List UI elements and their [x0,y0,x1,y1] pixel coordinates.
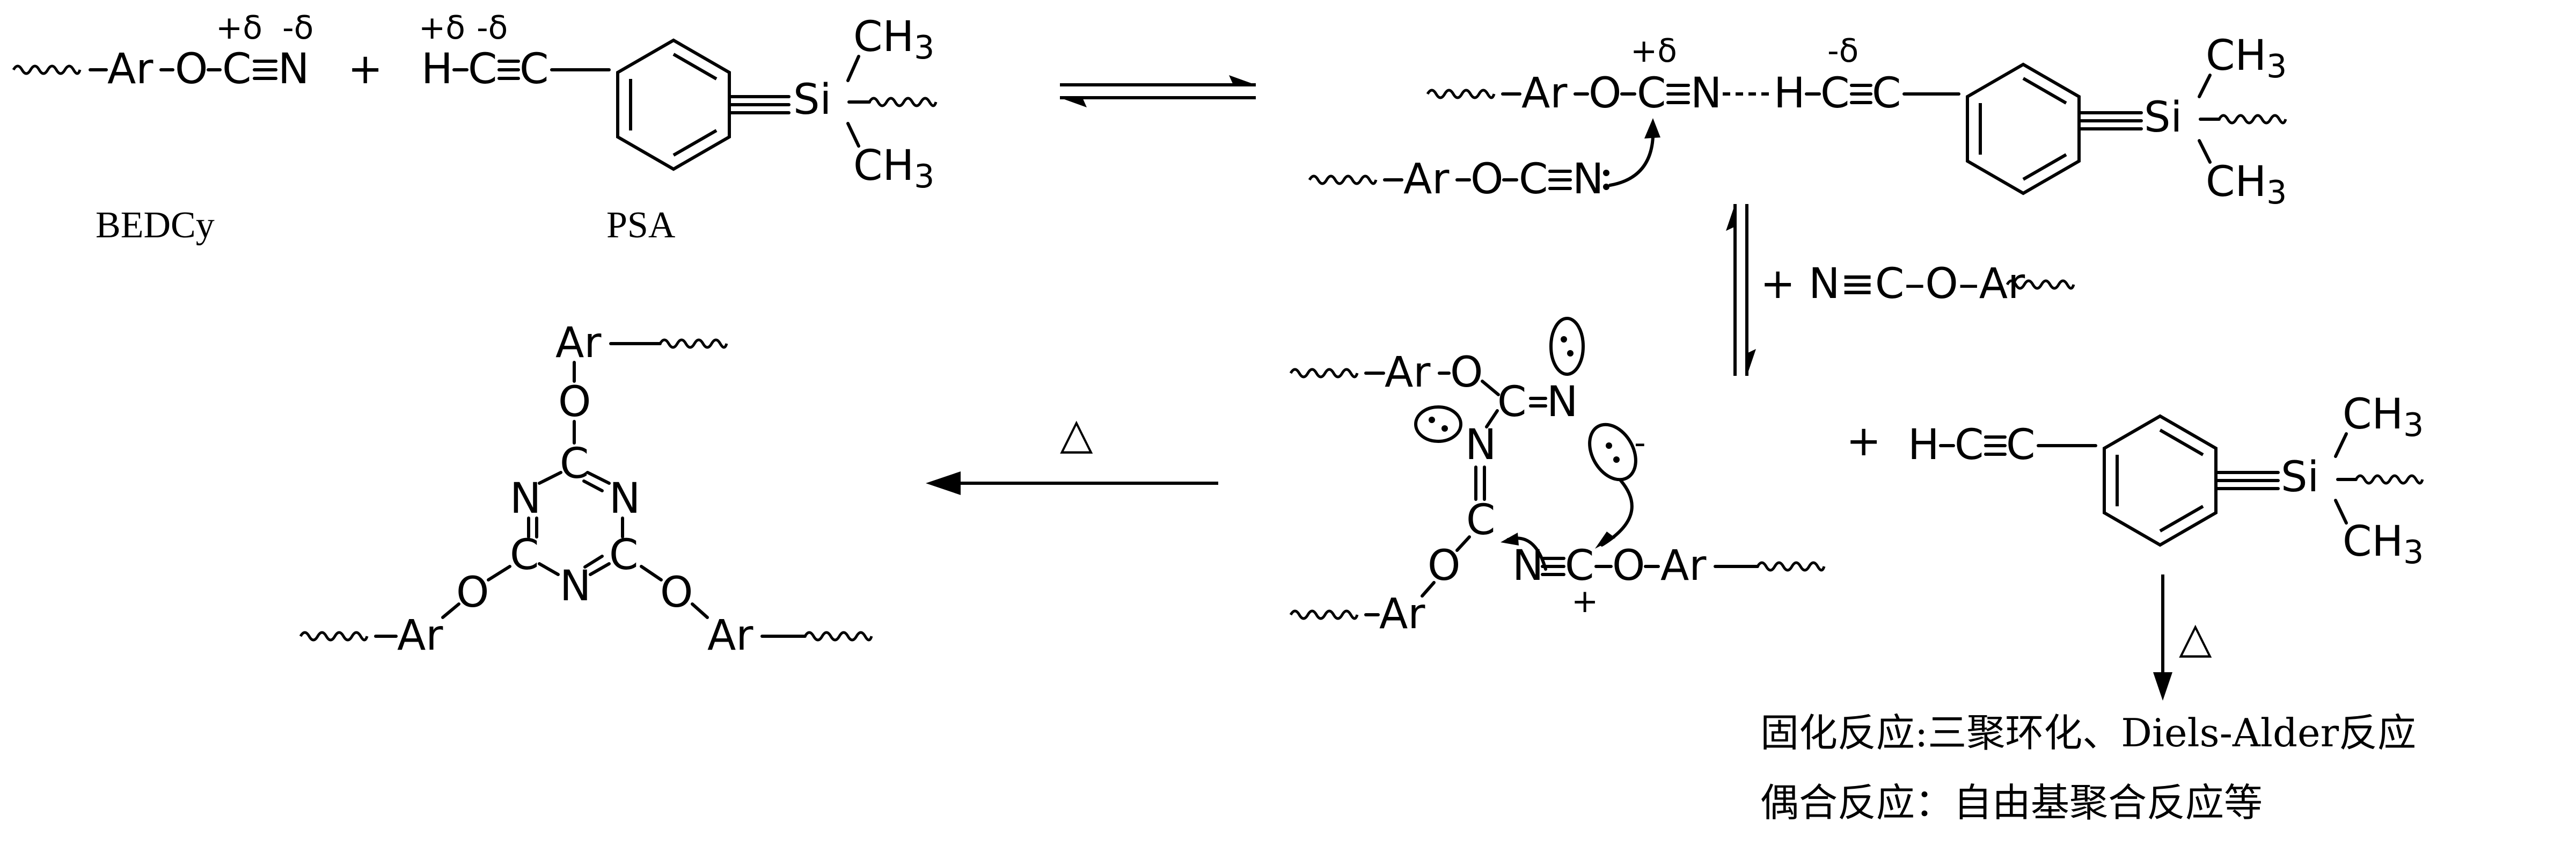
atom-ar: Ar [397,612,443,660]
heat-down-arrow: △ [2153,574,2212,701]
atom-o: O [1589,69,1621,118]
atom-o: O [1450,348,1483,397]
hydrogen-bond-complex: Ar O C N H C C +δ -δ Si CH3 CH3 [1428,32,2287,212]
atom-ar: Ar [1521,69,1568,118]
methyl-group: CH3 [2343,390,2424,444]
atom-si: Si [793,76,831,124]
cyclization-intermediate: Ar O C N N C O Ar N C + O Ar - [1291,317,1824,638]
atom-c: C [1872,69,1901,118]
psa-molecule: H C C +δ -δ Si CH3 CH3 [419,9,936,195]
methyl-group: CH3 [853,13,934,67]
atom-h: H [421,45,453,93]
atom-o: O [1612,542,1645,590]
atom-c: C [519,45,548,93]
vertical-equilibrium-arrow [1726,204,1756,376]
label-psa: PSA [606,205,676,246]
charge-delta-positive: +δ [216,9,262,47]
coupling-reaction-note: 偶合反应：自由基聚合反应等 [1760,780,2263,825]
heat-left-arrow: △ [926,409,1218,495]
atom-n: N [510,475,541,523]
atom-n: N [609,475,640,523]
atom-n: N [1512,542,1543,590]
label-plus-cyanate: + N≡C–O–Ar [1760,260,2025,308]
atom-ar: Ar [1379,590,1425,638]
atom-c: C [609,531,638,579]
methyl-group: CH3 [2206,32,2287,85]
atom-n: N [1547,378,1578,426]
atom-c: C [1637,69,1666,118]
atom-c: C [1820,69,1849,118]
atom-o: O [456,569,489,617]
atom-o: O [558,378,591,426]
atom-si: Si [2281,453,2319,501]
charge-delta-negative: -δ [477,9,508,47]
atom-c: C [510,531,539,579]
atom-ar: Ar [555,319,602,367]
atom-c: C [1466,496,1495,544]
charge-plus: + [1571,583,1598,620]
atom-ar: Ar [1660,542,1707,590]
atom-n: N [278,45,309,93]
atom-ar: Ar [707,612,753,660]
atom-n: N [1690,69,1722,118]
charge-minus: - [1634,424,1646,462]
atom-o: O [175,45,208,93]
atom-c: C [1497,378,1526,426]
atom-c: C [1955,421,1984,469]
atom-si: Si [2144,93,2182,142]
methyl-group: CH3 [853,142,934,195]
plus-sign: + [1846,417,1881,465]
plus-sign: + [348,45,383,93]
triazine-product: Ar O C N N C C N O Ar O Ar [301,319,872,660]
atom-o: O [1470,155,1503,203]
atom-n: N [1465,421,1496,469]
bedcy-molecule: Ar O C N +δ -δ [13,9,313,93]
heat-symbol: △ [1060,409,1093,459]
atom-c: C [222,45,251,93]
charge-delta-negative: -δ [1827,32,1858,70]
charge-delta-positive: +δ [1630,32,1677,70]
atom-c: C [468,45,497,93]
attacking-cyanate: Ar O C N [1309,118,1660,203]
atom-n: N [560,562,591,610]
atom-ar: Ar [107,45,153,93]
methyl-group: CH3 [2343,518,2424,571]
label-bedcy: BEDCy [96,205,215,246]
atom-h: H [1774,69,1805,118]
atom-c: C [1565,542,1594,590]
atom-n: N [1572,155,1604,203]
released-psa: H C C Si CH3 CH3 [1908,390,2424,571]
benzene-ring [618,40,729,169]
methyl-group: CH3 [2206,158,2287,212]
atom-c: C [1519,155,1548,203]
heat-symbol: △ [2179,613,2212,663]
atom-ar: Ar [1403,155,1450,203]
equilibrium-arrow [1060,75,1256,107]
atom-h: H [1908,421,1940,469]
benzene-ring [2104,416,2216,545]
benzene-ring [1967,64,2079,193]
atom-c: C [2006,421,2035,469]
charge-delta-negative: -δ [282,9,313,47]
charge-delta-positive: +δ [419,9,465,47]
curing-reaction-note: 固化反应:三聚环化、Diels-Alder反应 [1760,710,2416,755]
atom-o: O [660,569,693,617]
added-cyanate: + N≡C–O–Ar [1760,260,2074,308]
atom-ar: Ar [1385,348,1431,397]
